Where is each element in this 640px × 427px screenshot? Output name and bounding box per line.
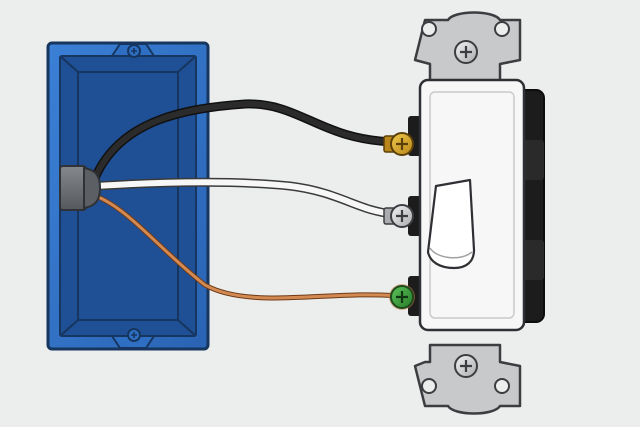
switch-mounting-screw-top: [454, 40, 478, 64]
toggle-lever: [426, 178, 476, 270]
strap-slot-top-left: [421, 21, 437, 37]
neutral-wire: [90, 177, 400, 219]
box-mounting-screw-bottom: [127, 328, 141, 342]
strap-slot-top-right: [494, 21, 510, 37]
switch-mounting-screw-bottom: [454, 354, 478, 378]
ground-wire: [93, 193, 401, 301]
cable-clamp: [59, 165, 102, 211]
strap-slot-bottom-left: [421, 378, 437, 394]
box-mounting-screw-top: [127, 44, 141, 58]
hot-wire: [90, 99, 400, 183]
brass-terminal-screw: [383, 132, 414, 156]
green-ground-screw: [389, 284, 415, 310]
strap-slot-bottom-right: [494, 378, 510, 394]
silver-terminal-screw: [383, 204, 414, 228]
